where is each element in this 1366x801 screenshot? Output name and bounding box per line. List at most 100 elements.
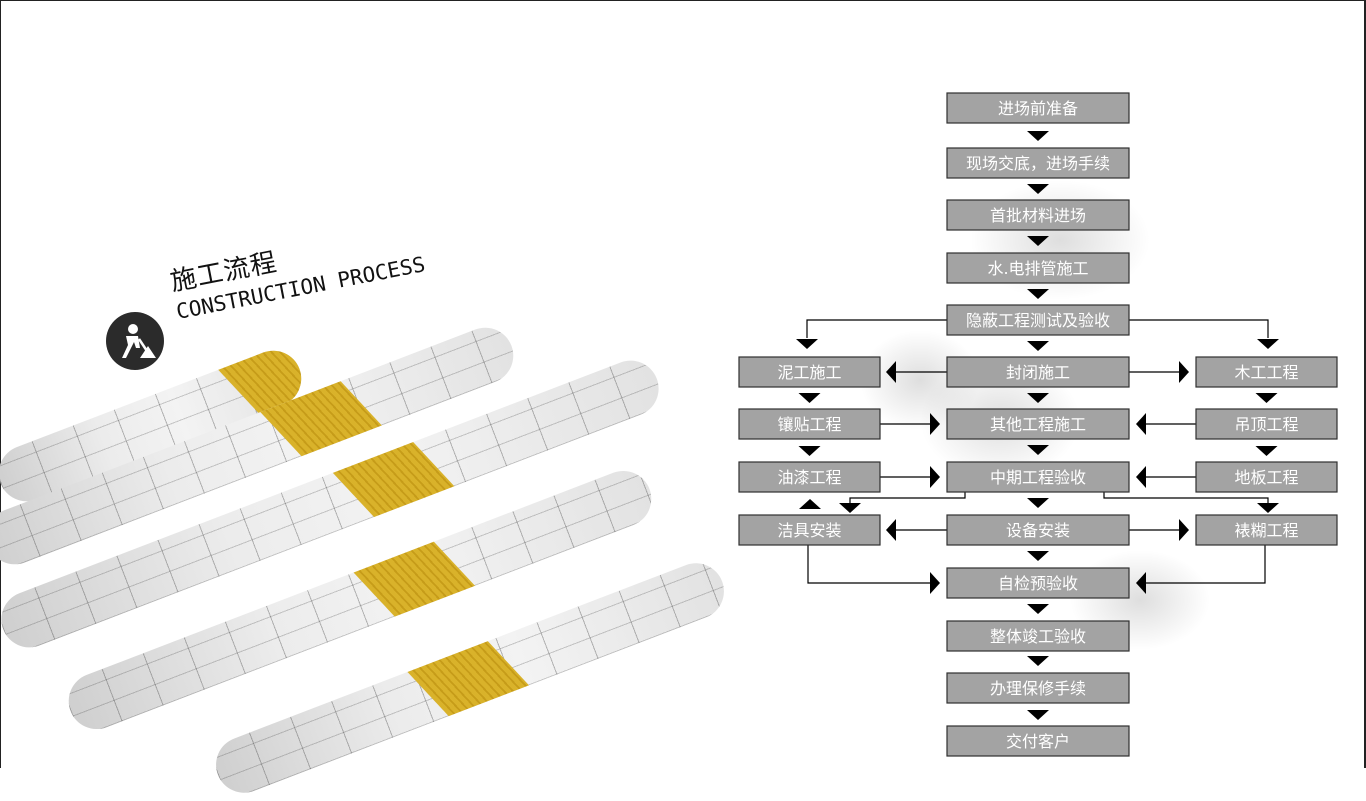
arrowhead-down bbox=[1027, 289, 1049, 299]
flow-step-box bbox=[738, 408, 881, 440]
flow-step-label: 镶贴工程 bbox=[777, 415, 841, 434]
arrowhead-down bbox=[1027, 341, 1049, 351]
arrowhead-down bbox=[1255, 393, 1278, 403]
flow-step-completion: 整体竣工验收 bbox=[946, 620, 1130, 652]
arrowhead-up bbox=[799, 499, 821, 509]
flow-step-box bbox=[946, 92, 1130, 124]
flowchart: 进场前准备现场交底，进场手续首批材料进场水.电排管施工隐蔽工程测试及验收泥工施工… bbox=[738, 92, 1338, 757]
flow-step-box bbox=[946, 725, 1130, 757]
flow-step-label: 整体竣工验收 bbox=[990, 627, 1086, 646]
frame-left-border bbox=[0, 0, 1, 768]
flow-step-label: 交付客户 bbox=[1006, 732, 1070, 751]
arrowhead-left bbox=[886, 519, 896, 541]
flow-step-label: 中期工程验收 bbox=[990, 468, 1086, 487]
connector-line bbox=[807, 545, 930, 584]
flow-step-materials: 首批材料进场 bbox=[946, 199, 1130, 231]
arrowhead-down bbox=[1027, 184, 1049, 194]
flow-step-tiling: 镶贴工程 bbox=[738, 408, 881, 440]
flow-step-box bbox=[946, 304, 1130, 336]
soft-shadow bbox=[860, 330, 980, 430]
flow-step-other-works: 其他工程施工 bbox=[946, 408, 1130, 440]
frame-right-border bbox=[1364, 0, 1366, 768]
arrowhead-left bbox=[1136, 466, 1146, 488]
flow-step-box bbox=[946, 252, 1130, 284]
flow-step-label: 自检预验收 bbox=[998, 574, 1078, 593]
flow-connectors bbox=[796, 131, 1279, 720]
flow-step-warranty: 办理保修手续 bbox=[946, 672, 1130, 704]
arrowhead-right bbox=[1179, 519, 1189, 541]
flow-step-box bbox=[946, 408, 1130, 440]
flow-step-label: 其他工程施工 bbox=[990, 415, 1086, 434]
flow-step-box bbox=[946, 356, 1130, 388]
arrowhead-down bbox=[1027, 393, 1049, 403]
arrowhead-down bbox=[796, 339, 818, 349]
flow-step-box bbox=[738, 356, 881, 388]
flow-step-self-check: 自检预验收 bbox=[946, 567, 1130, 599]
flow-step-hidden-test: 隐蔽工程测试及验收 bbox=[946, 304, 1130, 336]
flow-step-box bbox=[946, 461, 1130, 493]
flow-step-masonry: 泥工施工 bbox=[738, 356, 881, 388]
arrowhead-down bbox=[1257, 503, 1279, 513]
arrowhead-down bbox=[1257, 339, 1279, 349]
arrowhead-down bbox=[798, 446, 821, 456]
connector-line bbox=[806, 319, 947, 338]
flow-step-label: 吊顶工程 bbox=[1234, 415, 1298, 434]
flow-step-label: 封闭施工 bbox=[1006, 363, 1070, 382]
connector-line bbox=[1146, 545, 1266, 584]
flow-step-label: 洁具安装 bbox=[777, 521, 841, 540]
flow-step-label: 泥工施工 bbox=[777, 363, 841, 382]
flow-step-equipment: 设备安装 bbox=[946, 514, 1130, 546]
flow-step-label: 现场交底，进场手续 bbox=[966, 154, 1110, 173]
arrowhead-left bbox=[886, 361, 896, 383]
flow-step-box bbox=[946, 514, 1130, 546]
flow-step-box bbox=[946, 199, 1130, 231]
flow-step-label: 裱糊工程 bbox=[1234, 521, 1298, 540]
flow-step-box bbox=[946, 620, 1130, 652]
flow-step-plumbing: 水.电排管施工 bbox=[946, 252, 1130, 284]
flow-step-box bbox=[1195, 461, 1338, 493]
flow-step-delivery: 交付客户 bbox=[946, 725, 1130, 757]
flow-step-sealing: 封闭施工 bbox=[946, 356, 1130, 388]
construction-worker-icon bbox=[106, 312, 164, 370]
flow-step-box bbox=[946, 147, 1130, 179]
arrowhead-down bbox=[1027, 604, 1049, 614]
arrowhead-left bbox=[1136, 413, 1146, 435]
flow-step-label: 水.电排管施工 bbox=[987, 259, 1088, 278]
flow-step-mid-inspection: 中期工程验收 bbox=[946, 461, 1130, 493]
flow-step-box bbox=[946, 672, 1130, 704]
arrowhead-down bbox=[1027, 551, 1049, 561]
arrowhead-left bbox=[1136, 572, 1146, 594]
arrowhead-down bbox=[798, 393, 821, 403]
flow-step-box bbox=[946, 567, 1130, 599]
flow-step-box bbox=[738, 514, 881, 546]
arrowhead-down bbox=[839, 503, 861, 513]
flow-step-label: 油漆工程 bbox=[777, 468, 841, 487]
flow-step-prep: 进场前准备 bbox=[946, 92, 1130, 124]
connector-line bbox=[1129, 319, 1269, 338]
arrowhead-down bbox=[1027, 498, 1049, 508]
flow-step-box bbox=[1195, 408, 1338, 440]
flow-step-label: 首批材料进场 bbox=[990, 206, 1086, 225]
connector-line bbox=[1103, 492, 1269, 503]
flow-step-label: 办理保修手续 bbox=[990, 679, 1086, 698]
arrowhead-down bbox=[1027, 710, 1049, 720]
flow-step-painting: 油漆工程 bbox=[738, 461, 881, 493]
arrowhead-down bbox=[1255, 446, 1278, 456]
flow-step-box bbox=[1195, 356, 1338, 388]
arrowhead-right bbox=[1179, 361, 1189, 383]
flow-step-flooring: 地板工程 bbox=[1195, 461, 1338, 493]
flow-step-label: 木工工程 bbox=[1234, 363, 1298, 382]
flow-step-wallpaper: 裱糊工程 bbox=[1195, 514, 1338, 546]
flow-step-label: 进场前准备 bbox=[998, 99, 1078, 118]
connector-line bbox=[849, 492, 966, 503]
arrowhead-right bbox=[930, 413, 940, 435]
flow-step-label: 设备安装 bbox=[1006, 521, 1070, 540]
arrowhead-down bbox=[1027, 445, 1049, 455]
flow-step-ceiling: 吊顶工程 bbox=[1195, 408, 1338, 440]
frame-top-border bbox=[0, 0, 1366, 1]
arrowhead-down bbox=[1027, 236, 1049, 246]
arrowhead-down bbox=[1027, 131, 1049, 141]
arrowhead-right bbox=[930, 572, 940, 594]
arrowhead-right bbox=[930, 466, 940, 488]
flow-step-carpentry: 木工工程 bbox=[1195, 356, 1338, 388]
